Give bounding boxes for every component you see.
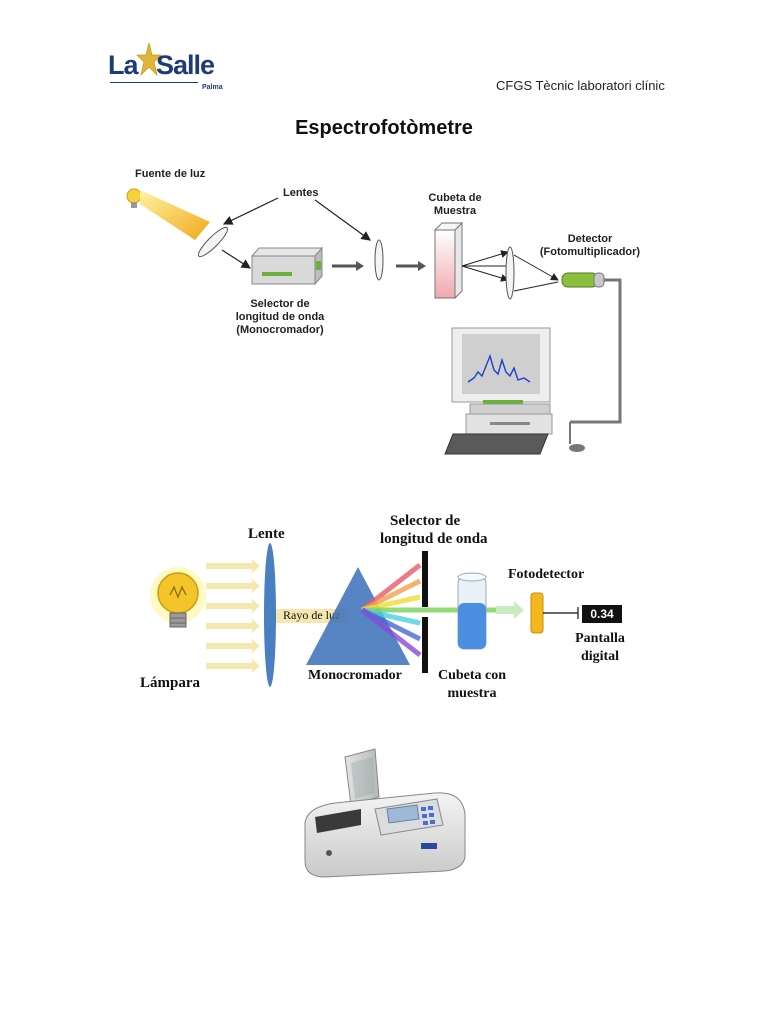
wl-selector-label-1: Selector de [390,513,460,529]
instrument-body [304,792,466,878]
lenses-label: Lentes [283,187,318,199]
sample-cuvette [457,572,487,650]
lamp-label: Lámpara [140,675,201,691]
wl-selector-label-2: longitud de onda [380,531,488,547]
display-value: 0.34 [590,607,614,621]
lamp-icon [150,567,206,628]
bulb-icon [126,188,142,208]
lens-1 [197,226,229,258]
photodetector-label: Fotodetector [508,567,584,582]
light-ray-beam [276,609,348,623]
page-title: Espectrofotòmetre [295,117,473,139]
lens-2 [374,239,384,281]
sample-compartment [315,809,361,833]
lens-label: Lente [248,526,285,542]
photomultiplier-detector [561,272,605,288]
display-label-2: digital [581,649,619,664]
prism [306,567,410,665]
lcd-screen [386,804,420,824]
sample-cuvette [433,221,464,300]
cuvette-label-1: Cubeta con [438,668,506,683]
slit-upper [422,551,428,607]
instrument-lid [344,748,380,806]
keypad [421,806,435,825]
transmitted-ray [496,601,524,619]
detector-label-1: Detector [568,233,613,245]
light-source-label: Fuente de luz [135,168,206,180]
light-rays [206,559,260,673]
spectrophotometer-diagram-1: Fuente de luz Lentes Selector de longitu… [126,168,641,455]
cuvette-label-1: Cubeta de [428,192,481,204]
monochromator-box [250,246,324,286]
selector-label-3: (Monocromador) [236,324,324,336]
logo-la-text: La [108,50,138,80]
course-name: CFGS Tècnic laboratori clínic [496,78,665,93]
photodetector [530,592,544,634]
power-button [326,850,332,856]
cuvette-label-2: muestra [448,686,497,701]
lens [264,543,276,687]
selector-label-1: Selector de [250,298,309,310]
la-salle-logo: La Salle Palma [108,40,228,96]
ray-label: Rayo de luz [283,608,340,622]
display-label-1: Pantalla [575,631,625,646]
computer-icon [444,327,585,455]
logo-salle-text: Salle [156,50,215,80]
spectrophotometer-photo [304,748,466,878]
logo-divider [110,82,198,83]
detector-label-2: (Fotomultiplicador) [540,246,641,258]
star-icon [136,42,162,77]
lens-3 [505,246,515,300]
cuvette-label-2: Muestra [434,205,477,217]
selector-label-2: longitud de onda [236,311,325,323]
slit-lower [422,617,428,673]
brand-plate [421,843,437,849]
monochromator-label: Monocromador [308,668,402,683]
spectrophotometer-diagram-2: Lente Selector de longitud de onda Fotod… [140,513,625,701]
digital-display [582,605,622,623]
logo-sub-text: Palma [202,84,223,91]
light-beam [140,190,210,240]
